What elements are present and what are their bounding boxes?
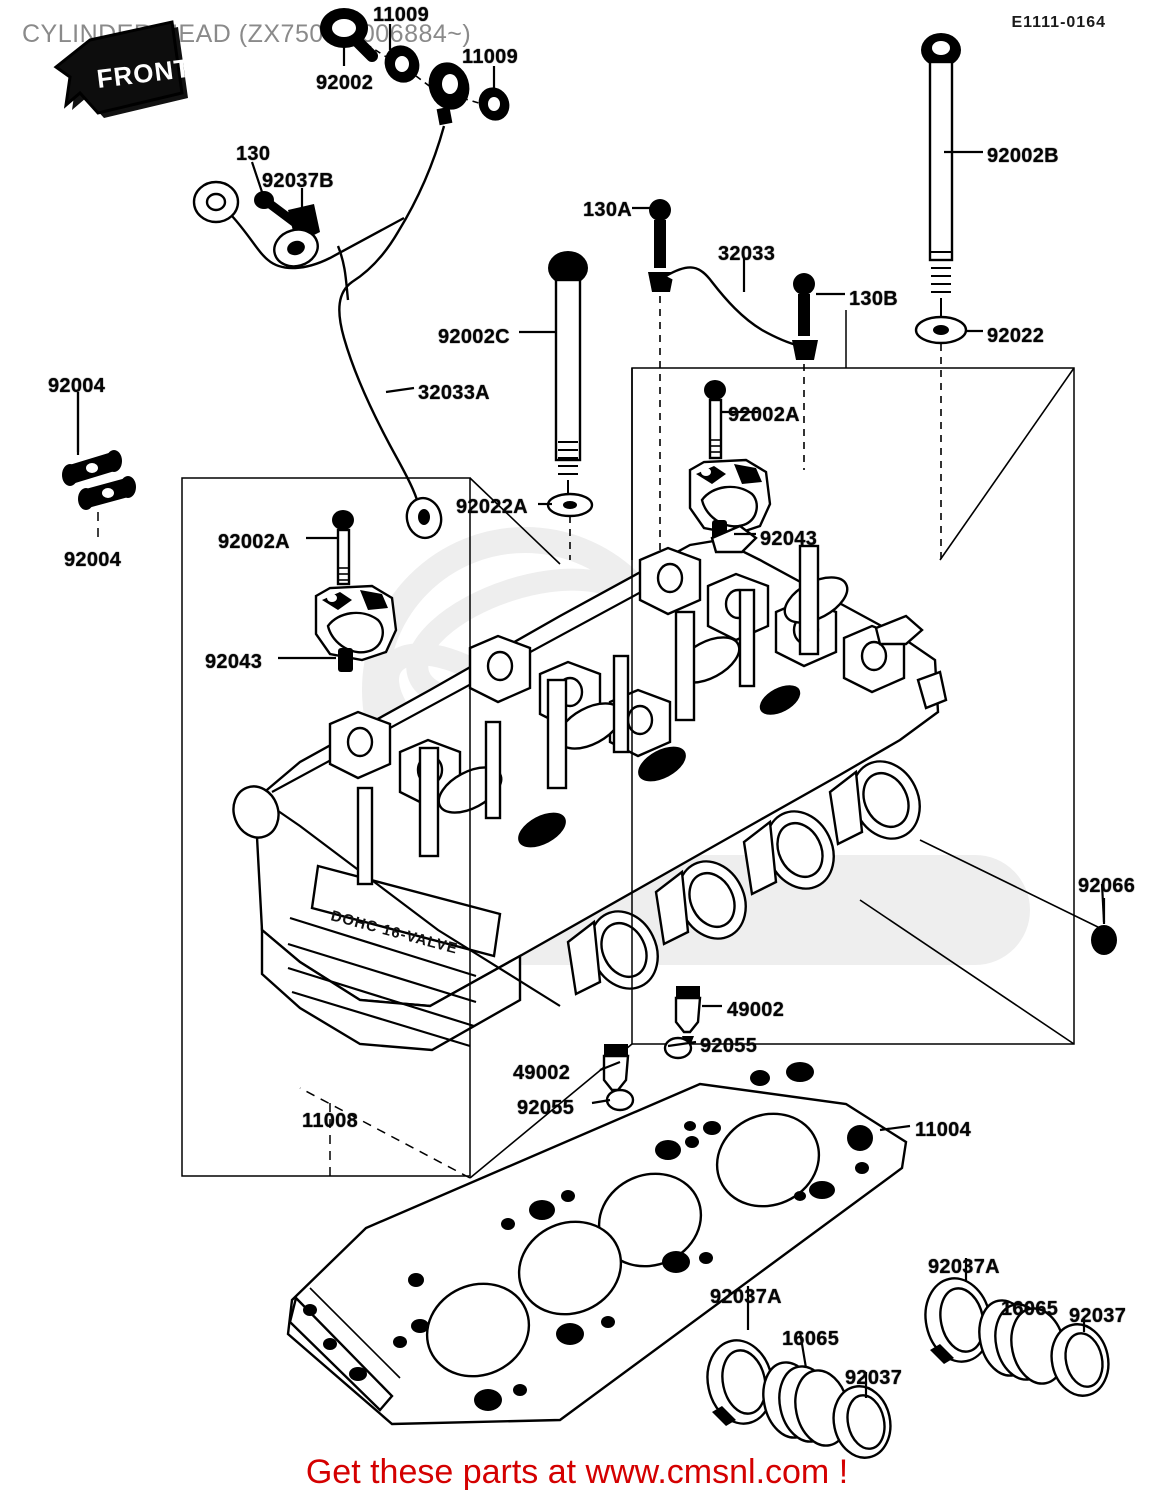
callout-92037B: 92037B: [262, 170, 334, 192]
part-92002B-long-bolt: [921, 33, 961, 316]
callout-92022: 92022: [987, 325, 1045, 347]
front-arrow-badge: FRONT: [53, 20, 193, 118]
gasket-holes: [303, 1062, 873, 1411]
head-intake-ports: [566, 760, 921, 996]
callout-92066: 92066: [1078, 875, 1136, 897]
head-bolt-tunnels: [356, 544, 820, 886]
callout-11008: 11008: [302, 1110, 359, 1132]
part-32033A-eyelet-top: [428, 62, 470, 126]
callout-92004-lower: 92004: [64, 549, 122, 571]
callout-130A: 130A: [583, 199, 633, 221]
leader-lines: [76, 24, 1106, 1132]
part-92037-clamp-right: [1050, 1323, 1110, 1397]
part-11004-head-gasket: [286, 1062, 908, 1426]
part-92022A-washer: [546, 492, 594, 518]
callout-92037-right: 92037: [1069, 1305, 1127, 1327]
callout-92004-upper: 92004: [48, 375, 106, 397]
callout-92037-left: 92037: [845, 1367, 903, 1389]
callout-32033A: 32033A: [418, 382, 490, 404]
callout-92037A-right: 92037A: [928, 1256, 1000, 1278]
part-92002A-bolt-right: [704, 380, 726, 460]
part-130A-bolt: [648, 199, 674, 292]
callout-130B: 130B: [849, 288, 899, 310]
callout-16065-right: 16065: [1001, 1298, 1059, 1320]
part-92037B-clamp: [273, 204, 320, 268]
callout-92043-left: 92043: [205, 651, 263, 673]
part-92002C-head-bolt: [548, 251, 588, 498]
part-92055-oring-lower: [605, 1088, 635, 1112]
part-92037-clamp-left: [832, 1385, 892, 1459]
part-32033-breather-pipe: [665, 266, 801, 348]
part-camshaft-cap-right: [688, 458, 772, 536]
callout-11009-top: 11009: [373, 4, 430, 26]
carb-holder-cluster-right: [924, 1258, 1110, 1397]
callout-130: 130: [236, 143, 271, 165]
callout-92002: 92002: [316, 72, 374, 94]
head-rear-lugs: [710, 524, 948, 710]
part-11009-washer-upper: [384, 45, 420, 83]
part-130B-bolt: [792, 273, 818, 360]
callout-11009-lower: 11009: [462, 46, 519, 68]
part-32033A-oil-pipe: [338, 125, 446, 540]
callout-92037A-left: 92037A: [710, 1286, 782, 1308]
part-11008-cylinder-head: DOHC 16-VALVE: [232, 524, 948, 1052]
callout-49002-upper: 49002: [727, 999, 785, 1021]
sheet-code: E1111-0164: [1011, 14, 1106, 31]
part-92004-dowel-pins: [62, 450, 136, 510]
part-92002-banjo-bolt: [320, 8, 378, 62]
callout-92002C: 92002C: [438, 326, 510, 348]
part-92043-dowel-left: [338, 648, 353, 672]
callout-92002B: 92002B: [987, 145, 1059, 167]
callout-16065-left: 16065: [782, 1328, 840, 1350]
part-92022-washer: [914, 315, 968, 345]
callout-32033: 32033: [718, 243, 776, 265]
part-92055-oring-upper: [663, 1036, 693, 1060]
callout-92055-upper: 92055: [700, 1035, 758, 1057]
carb-holder-cluster-left: [706, 1286, 892, 1459]
part-11009-washer-lower: [478, 87, 510, 121]
part-92037A-clamp-right: [924, 1277, 992, 1364]
callout-92055-lower: 92055: [517, 1097, 575, 1119]
callout-92002A-right: 92002A: [728, 404, 800, 426]
part-130-bolt: [254, 191, 299, 227]
footer-cta-text: Get these parts at www.cmsnl.com !: [305, 1453, 849, 1491]
callout-92002A-left: 92002A: [218, 531, 290, 553]
callout-49002-lower: 49002: [513, 1062, 571, 1084]
callout-11004: 11004: [915, 1119, 972, 1141]
part-camshaft-cap-left: [314, 584, 398, 662]
part-92002A-bolt-left: [332, 510, 354, 586]
callout-92043-right: 92043: [760, 528, 818, 550]
head-left-boss: [232, 785, 280, 839]
callout-92022A: 92022A: [456, 496, 528, 518]
